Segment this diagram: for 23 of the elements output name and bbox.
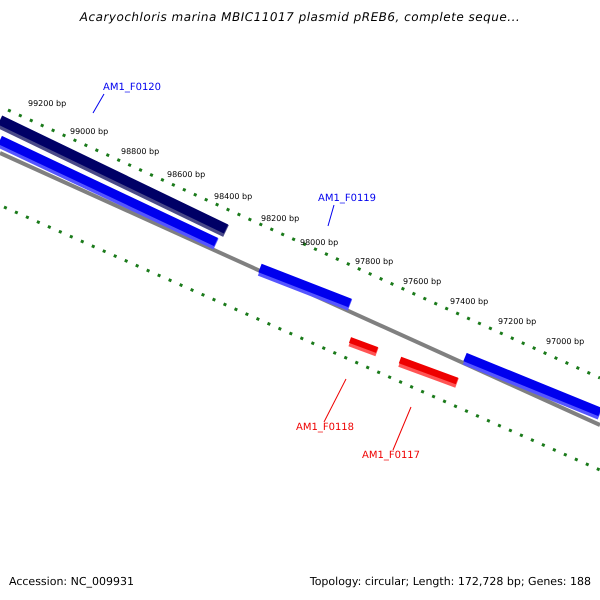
position-label: 97400 bp — [450, 297, 488, 306]
position-label: 99200 bp — [28, 99, 66, 108]
leader-line — [328, 204, 334, 226]
position-label: 98000 bp — [300, 238, 338, 247]
position-label: 98600 bp — [167, 170, 206, 179]
position-label: 98400 bp — [214, 192, 252, 201]
gene-label: AM1_F0120 — [103, 82, 162, 93]
position-label: 99000 bp — [70, 127, 108, 136]
gene-label: AM1_F0119 — [318, 193, 376, 204]
position-label: 97800 bp — [355, 257, 394, 266]
info-text: Accession: NC_009931 — [9, 575, 134, 588]
gene-label: AM1_F0118 — [296, 422, 354, 433]
leader-line — [392, 406, 412, 450]
map-title: Acaryochloris marina MBIC11017 plasmid pREB6, complete seque... — [78, 10, 522, 24]
position-label: 98800 bp — [121, 147, 160, 156]
position-label: 97600 bp — [403, 277, 442, 286]
leader-line — [92, 94, 104, 114]
info-text: Topology: circular; Length: 172,728 bp; Genes: 188 — [310, 575, 591, 588]
position-label: 97000 bp — [546, 337, 584, 346]
position-label: 97200 bp — [498, 317, 536, 326]
position-label: 98200 bp — [261, 214, 300, 223]
leader-line — [324, 378, 346, 422]
gene-label: AM1_F0117 — [362, 450, 420, 461]
